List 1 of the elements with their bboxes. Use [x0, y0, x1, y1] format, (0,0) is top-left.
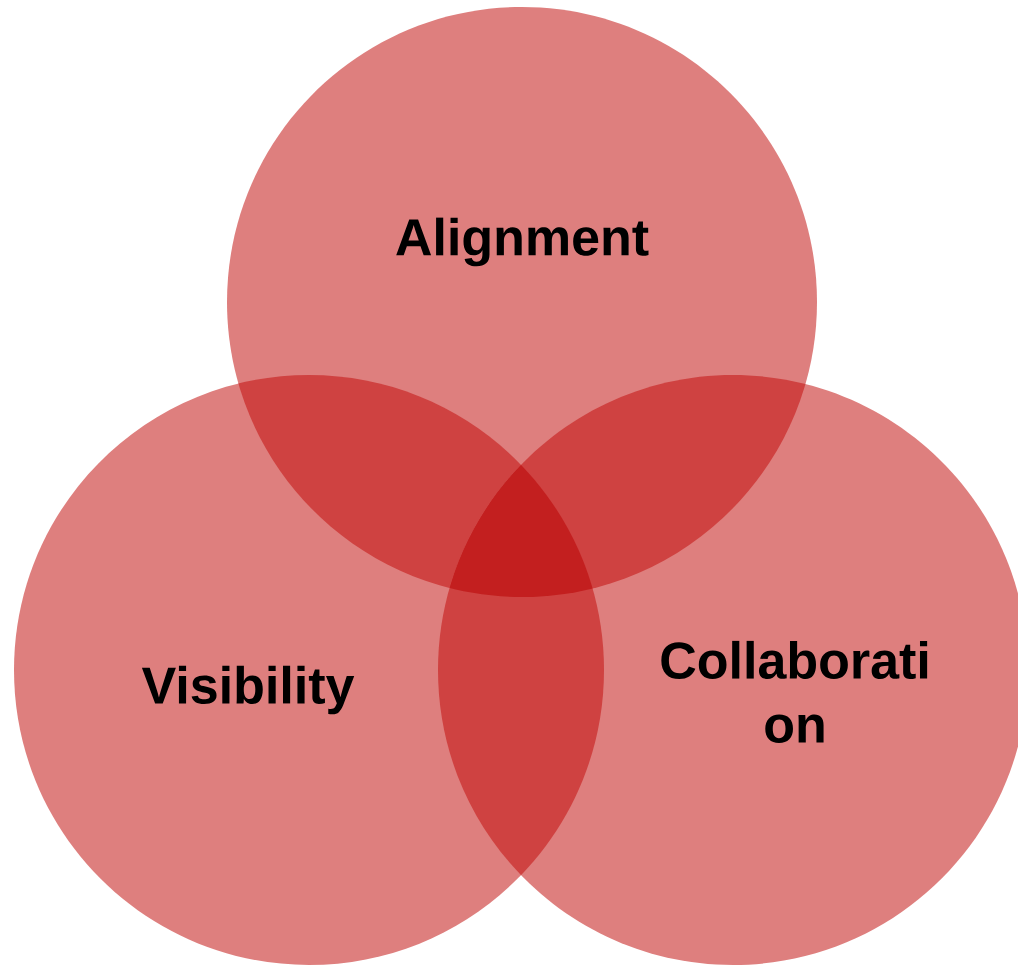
node-label: Collaborati on — [661, 640, 928, 744]
